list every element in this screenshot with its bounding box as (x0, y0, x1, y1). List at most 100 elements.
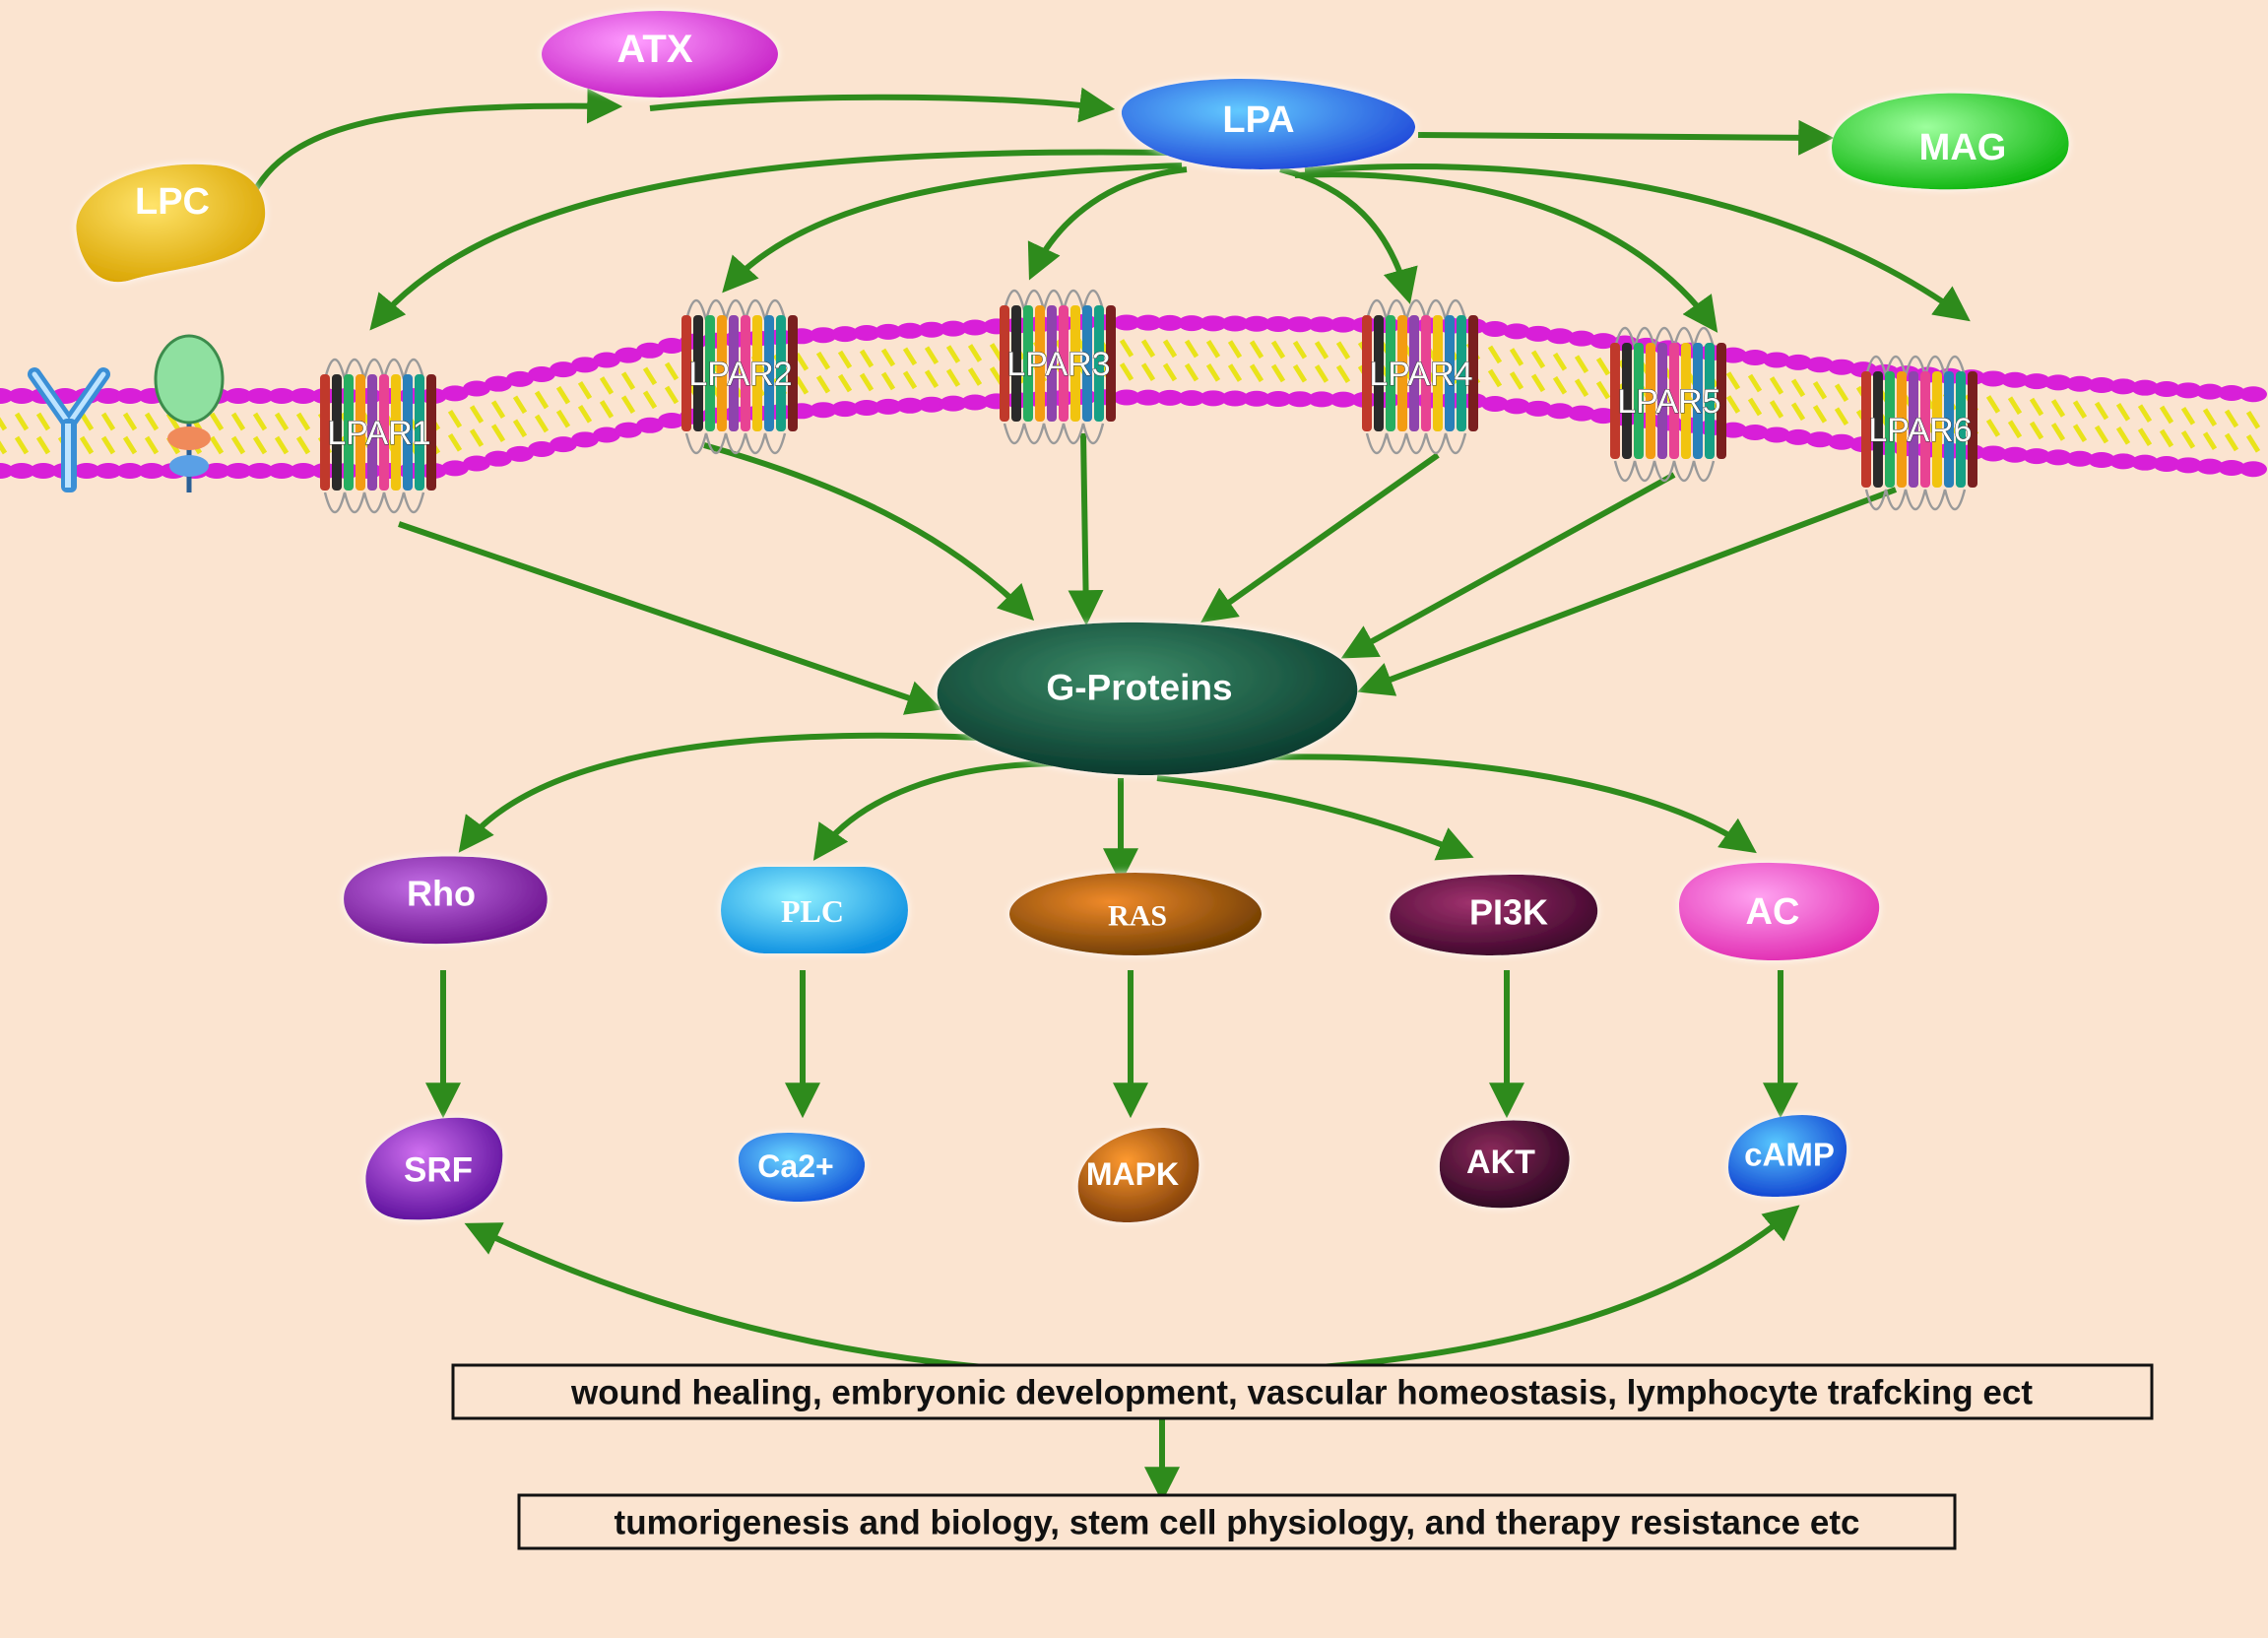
receptor-helix (776, 315, 786, 431)
atx-node[interactable]: ATX (542, 11, 778, 98)
rho-node[interactable]: Rho (344, 856, 548, 945)
lipid-tail (2029, 397, 2044, 417)
lipid-head (95, 463, 122, 479)
lipid-head (1763, 426, 1790, 443)
receptor-helix (1035, 305, 1045, 422)
arrow-g-to-ac (1220, 753, 1757, 854)
lpa-node[interactable]: LPA (1121, 79, 1416, 169)
lipid-tail (2094, 401, 2109, 421)
receptor-helix (379, 374, 389, 491)
arrow-g-to-plc (812, 760, 1065, 861)
receptor-helix (1000, 305, 1009, 422)
lipid-head (1806, 431, 1834, 448)
receptor-helix (1909, 371, 1918, 488)
lipid-head (550, 436, 577, 453)
lipid-head (2001, 446, 2029, 463)
lipid-head (485, 450, 512, 467)
receptor-helix (729, 315, 739, 431)
lipid-tail (1292, 363, 1308, 383)
lipid-head (1156, 314, 1184, 331)
mag-node[interactable]: MAG (1832, 93, 2069, 190)
receptor-lpar6[interactable]: LPAR6 (1861, 355, 1977, 511)
lipid-head (1113, 389, 1140, 406)
g-proteins-node[interactable]: G-Proteins (937, 622, 1358, 776)
lipid-tail (2202, 431, 2218, 450)
lipid-head (1286, 391, 1314, 408)
receptor-helix (1094, 305, 1104, 422)
receptor-helix (403, 374, 413, 491)
lipid-head (2239, 461, 2267, 478)
receptor-lpar5[interactable]: LPAR5 (1610, 326, 1726, 483)
lipid-tail (209, 412, 225, 431)
lipid-head (810, 327, 837, 344)
lipid-head (1979, 370, 2007, 387)
lipid-tail (1184, 362, 1199, 382)
lipid-head (2218, 459, 2245, 476)
lipid-head (2023, 448, 2050, 465)
receptor-helix (1897, 371, 1907, 488)
lipid-head (550, 361, 577, 378)
receptor-lpar2[interactable]: LPAR2 (681, 298, 798, 455)
lipid-tail (2224, 409, 2239, 428)
lipid-tail (534, 414, 550, 433)
ras-node[interactable]: RAS (1009, 873, 1262, 955)
receptor-helix (1386, 315, 1395, 431)
lipid-tail (599, 400, 615, 419)
receptors-layer: LPAR1 LPAR2 LPAR3 LPAR4 LPAR5 LPAR6 (320, 289, 1977, 514)
receptor-helix (1023, 305, 1033, 422)
lipid-head (1568, 405, 1595, 422)
lipid-tail (1812, 404, 1828, 424)
receptor-helix (1070, 305, 1080, 422)
lipid-tail (2180, 406, 2196, 426)
lipid-head (853, 325, 880, 341)
lipid-tail (1530, 373, 1546, 393)
lipid-tail (642, 390, 658, 410)
receptor-lpar1[interactable]: LPAR1 (320, 358, 436, 514)
lipid-tail (14, 412, 30, 431)
lipid-tail (945, 345, 961, 363)
arrow-lpar6-to-g (1357, 487, 1898, 696)
lipid-head (571, 431, 599, 448)
lipid-head (1546, 328, 1574, 345)
lipid-tail (2159, 405, 2174, 425)
lipid-head (268, 463, 295, 479)
receptor-lpar3[interactable]: LPAR3 (1000, 289, 1116, 445)
receptor-helix (1362, 315, 1372, 431)
lipid-tail (1270, 340, 1286, 360)
receptor-helix (1047, 305, 1057, 422)
lipid-tail (902, 370, 918, 390)
lipid-tail (794, 352, 810, 371)
arrows-layer (251, 87, 1971, 1503)
lipid-head (940, 320, 967, 337)
akt-node[interactable]: AKT (1439, 1120, 1570, 1209)
ca2-node[interactable]: Ca2+ (738, 1133, 866, 1202)
ac-node[interactable]: AC (1679, 862, 1880, 960)
lipid-tail (1292, 340, 1308, 360)
receptor-helix (367, 374, 377, 491)
lipid-tail (0, 417, 8, 431)
lipid-tail (1119, 339, 1134, 358)
lipid-head (2109, 378, 2137, 395)
pi3k-node[interactable]: PI3K (1390, 875, 1598, 955)
lipid-head (940, 395, 967, 412)
receptor-lpar4[interactable]: LPAR4 (1362, 298, 1478, 455)
lpc-node[interactable]: LPC (76, 164, 266, 283)
lipid-tail (79, 412, 95, 431)
lipid-head (1329, 316, 1357, 333)
mapk-node[interactable]: MAPK (1077, 1128, 1199, 1223)
receptor-helix (1681, 343, 1691, 459)
lipid-tail (924, 346, 940, 365)
camp-node[interactable]: cAMP (1728, 1115, 1847, 1197)
antibody-icon (28, 367, 110, 492)
lipid-head (1568, 330, 1595, 347)
lipid-tail (1834, 407, 1849, 426)
lipid-tail (122, 412, 138, 431)
lipid-tail (1140, 339, 1156, 358)
srf-node[interactable]: SRF (365, 1117, 503, 1220)
receptor-helix (1861, 371, 1871, 488)
plc-node[interactable]: PLC (721, 867, 908, 953)
lipid-head (636, 342, 664, 359)
lipid-tail (1270, 363, 1286, 383)
arrow-srf-camp-bidirectional (464, 1205, 1800, 1378)
